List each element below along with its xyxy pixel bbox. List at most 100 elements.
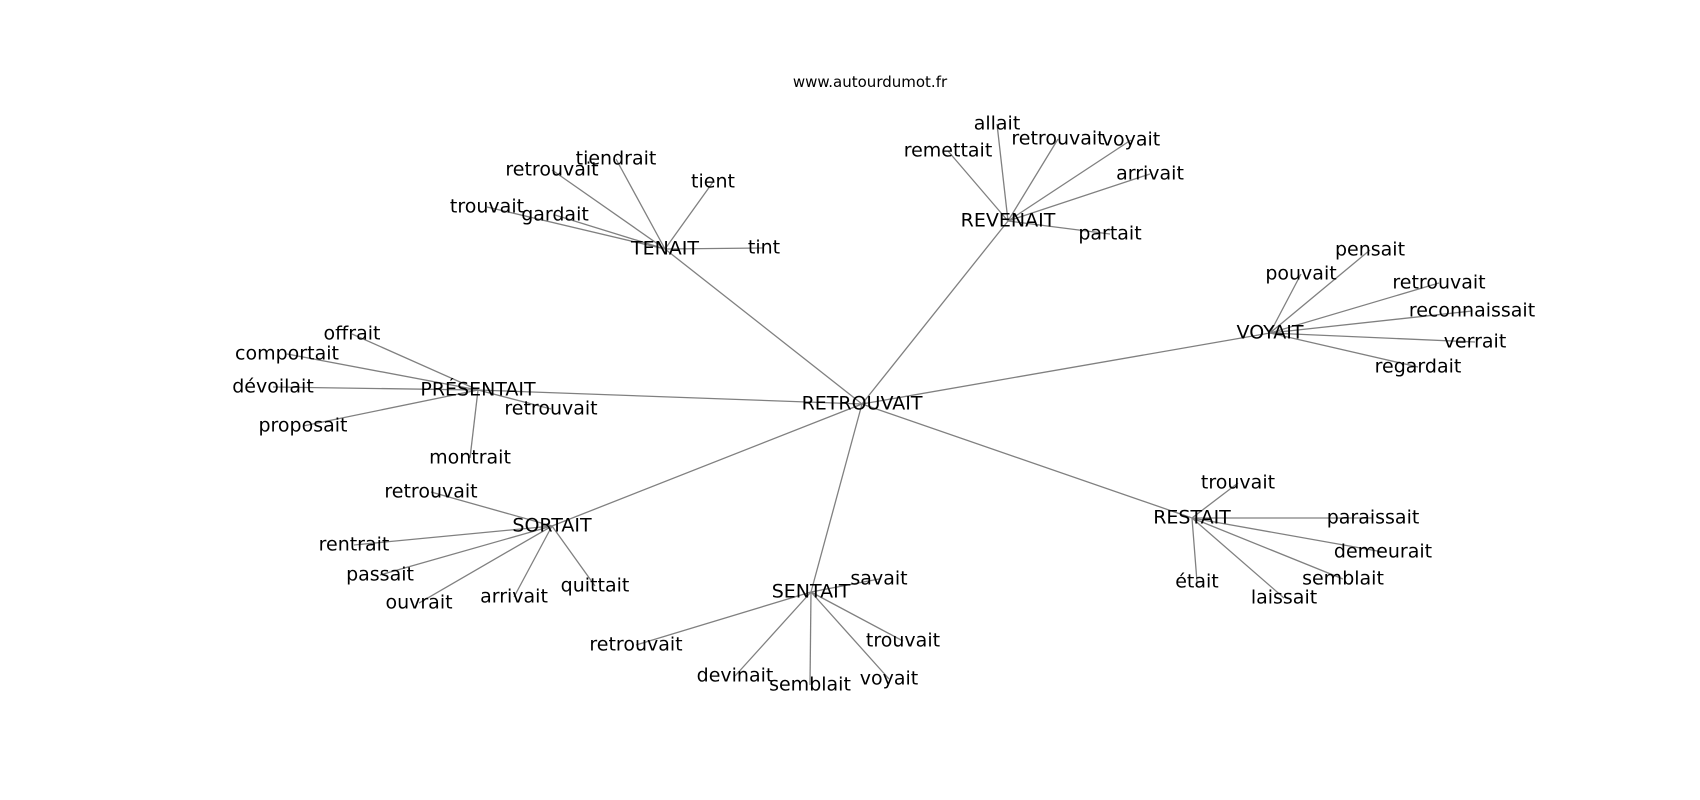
leaf-node-label: retrouvait (1392, 272, 1485, 294)
leaf-node-label: montrait (429, 447, 511, 469)
edge-hub-to-leaf (1191, 517, 1198, 583)
edge-hub-to-leaf (1007, 173, 1151, 222)
leaf-node-label: trouvait (866, 630, 940, 652)
leaf-node-label: arrivait (480, 586, 548, 608)
hub-node-label: TENAIT (630, 238, 699, 260)
leaf-node-label: pensait (1335, 239, 1405, 261)
leaf-node-label: arrivait (1116, 163, 1184, 185)
edge-hub-to-leaf (430, 491, 553, 527)
edge-center-to-hub (861, 403, 1193, 519)
edge-hub-to-leaf (1191, 517, 1285, 599)
edge-hub-to-leaf (810, 591, 904, 642)
leaf-node-label: semblait (1302, 568, 1384, 590)
edge-hub-to-leaf (615, 158, 666, 250)
edge-hub-to-leaf (1007, 139, 1132, 222)
edge-hub-to-leaf (734, 591, 812, 677)
edge-hub-to-leaf (486, 206, 666, 250)
leaf-node-label: ouvrait (385, 592, 452, 614)
leaf-node-label: retrouvait (589, 634, 682, 656)
leaf-node-label: dévoilait (232, 376, 314, 398)
edge-hub-to-leaf (351, 333, 479, 391)
edge-hub-to-leaf (810, 578, 880, 593)
leaf-node-label: regardait (1375, 356, 1462, 378)
leaf-node-label: offrait (324, 323, 381, 345)
edge-hub-to-leaf (551, 169, 666, 250)
edge-center-to-hub (861, 332, 1271, 405)
edge-hub-to-leaf (810, 591, 890, 680)
leaf-node-label: allait (974, 113, 1021, 135)
edge-hub-to-leaf (286, 353, 479, 391)
edge-hub-to-leaf (1007, 138, 1059, 222)
leaf-node-label: proposait (258, 415, 347, 437)
leaf-node-label: retrouvait (1011, 128, 1104, 150)
hub-node-label: PRÉSENTAIT (420, 378, 536, 401)
source-url: www.autourdumot.fr (792, 73, 948, 91)
leaf-node-label: était (1175, 571, 1219, 593)
edge-hub-to-leaf (272, 386, 479, 391)
hub-node-label: VOYAIT (1237, 322, 1304, 344)
edge-hub-to-leaf (809, 591, 812, 686)
edge-hub-to-leaf (418, 525, 553, 604)
leaf-node-label: voyait (860, 668, 918, 690)
edge-hub-to-leaf (353, 525, 553, 546)
leaf-node-label: retrouvait (504, 398, 597, 420)
edge-hub-to-leaf (996, 123, 1009, 222)
edge-hub-to-leaf (1191, 517, 1384, 553)
leaf-node-label: remettait (904, 140, 993, 162)
edge-hub-to-leaf (635, 591, 812, 646)
edge-hub-to-leaf (947, 150, 1009, 222)
leaf-node-label: pouvait (1265, 263, 1336, 285)
leaf-node-label: paraissait (1327, 507, 1420, 529)
edge-center-to-hub (477, 389, 863, 405)
edge-center-to-hub (810, 403, 863, 593)
edge-hub-to-leaf (1269, 332, 1476, 343)
edge-hub-to-leaf (554, 214, 666, 250)
edge-center-to-hub (664, 248, 863, 405)
leaf-node-label: tint (748, 237, 780, 259)
edge-hub-to-leaf (379, 525, 553, 576)
leaf-node-label: tiendrait (576, 148, 657, 170)
edge-hub-to-leaf (1191, 517, 1344, 580)
leaf-node-label: verrait (1444, 331, 1507, 353)
leaf-node-label: gardait (521, 204, 589, 226)
edge-hub-to-leaf (513, 525, 553, 598)
leaf-node-label: retrouvait (505, 159, 598, 181)
edge-hub-to-leaf (1269, 273, 1302, 334)
edge-hub-to-leaf (1269, 249, 1371, 334)
leaf-node-label: laissait (1251, 587, 1317, 609)
edge-hub-to-leaf (1007, 220, 1111, 235)
edge-hub-to-leaf (1191, 482, 1239, 519)
edge-hub-to-leaf (551, 525, 596, 587)
edge-center-to-hub (861, 220, 1009, 405)
hub-node-label: RESTAIT (1153, 507, 1231, 529)
hub-node-label: SORTAIT (512, 515, 592, 537)
leaf-node-label: demeurait (1334, 541, 1432, 563)
leaf-node-label: semblait (769, 674, 851, 696)
leaf-node-label: comportait (235, 343, 339, 365)
edge-hub-to-leaf (302, 389, 479, 427)
edge-hub-to-leaf (1269, 310, 1473, 334)
hub-node-label: SENTAIT (772, 581, 851, 603)
leaf-node-label: savait (850, 568, 907, 590)
leaf-node-label: partait (1078, 223, 1141, 245)
leaf-node-label: reconnaissait (1409, 300, 1535, 322)
edge-center-to-hub (551, 403, 863, 527)
leaf-node-label: retrouvait (384, 481, 477, 503)
hub-node-label: REVENAIT (961, 210, 1056, 232)
leaf-node-label: quittait (561, 575, 630, 597)
leaf-node-label: trouvait (1201, 472, 1275, 494)
edge-hub-to-leaf (1269, 282, 1440, 334)
edge-hub-to-leaf (1269, 332, 1419, 368)
edge-hub-to-leaf (664, 247, 765, 250)
edge-hub-to-leaf (477, 389, 552, 410)
leaf-node-label: tient (691, 171, 735, 193)
center-node-label: RETROUVAIT (802, 393, 923, 415)
leaf-node-label: passait (346, 564, 414, 586)
leaf-node-label: trouvait (450, 196, 524, 218)
leaf-node-label: devinait (697, 665, 774, 687)
edge-hub-to-leaf (664, 181, 714, 250)
leaf-node-label: voyait (1102, 129, 1160, 151)
edge-hub-to-leaf (469, 389, 479, 459)
